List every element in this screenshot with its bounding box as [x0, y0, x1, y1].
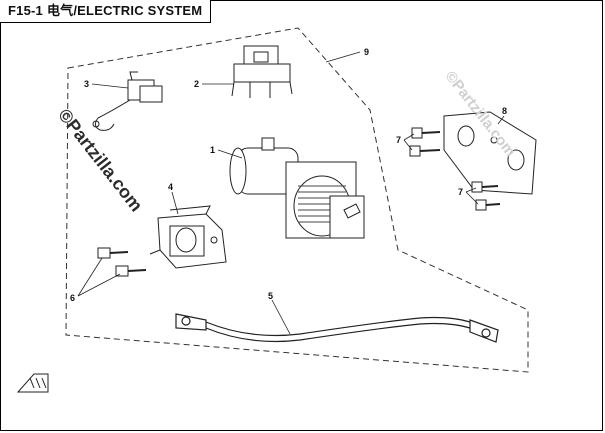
part-8-plate	[443, 111, 537, 195]
callout-4: 4	[168, 182, 173, 192]
part-5-cable	[175, 313, 499, 343]
callout-1: 1	[210, 145, 215, 155]
leader-lines	[77, 51, 505, 335]
assembly-boundary	[65, 27, 529, 373]
callout-5: 5	[268, 291, 273, 301]
part-3-sensor	[92, 71, 163, 131]
part-4-bracket	[149, 205, 227, 269]
callout-8: 8	[502, 106, 507, 116]
callout-2: 2	[194, 79, 199, 89]
part-7-screws	[409, 127, 501, 211]
callout-9: 9	[364, 47, 369, 57]
part-1-winch	[229, 137, 365, 239]
part-2-relay	[231, 45, 293, 98]
brand-logo	[16, 373, 49, 393]
diagram-code: F15-1	[8, 3, 43, 18]
callout-6: 6	[70, 293, 75, 303]
part-6-bolts	[97, 247, 147, 277]
diagram-title: 电气/ELECTRIC SYSTEM	[46, 3, 203, 18]
callout-7b: 7	[458, 187, 463, 197]
callout-3: 3	[84, 79, 89, 89]
callout-7a: 7	[396, 135, 401, 145]
